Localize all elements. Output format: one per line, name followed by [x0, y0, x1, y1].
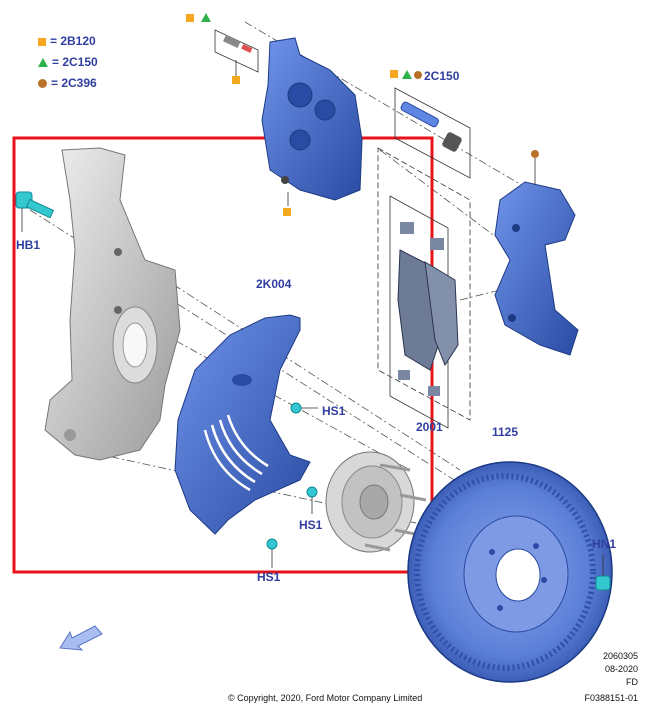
- square-icon: [38, 37, 46, 46]
- meta-number: 2060305: [602, 651, 638, 661]
- legend-item-2b120: = 2B120: [38, 34, 96, 48]
- caliper-housing: [261, 37, 363, 201]
- wheel-hub: [325, 451, 427, 553]
- meta-figure-id: F0388151-01: [584, 693, 638, 703]
- caliper-bracket: [494, 181, 579, 356]
- label-shield-bolt-mid: HS1: [299, 518, 323, 532]
- label-knuckle-bolt: HB1: [16, 238, 41, 252]
- label-shield: 2K004: [256, 277, 292, 291]
- copyright-text: © Copyright, 2020, Ford Motor Company Li…: [228, 693, 423, 703]
- brake-pads: [377, 147, 471, 429]
- meta-date: 08-2020: [604, 664, 638, 674]
- circle-icon: [38, 79, 47, 89]
- shield-bolt-lower: [266, 538, 278, 568]
- triangle-icon: [38, 58, 48, 68]
- shield-bolt-mid: [306, 486, 318, 514]
- knuckle-bolt: [15, 191, 55, 232]
- guide-pin-detail: [394, 87, 471, 179]
- legend-item-2c396: = 2C396: [38, 76, 97, 90]
- bleeder-detail: [214, 29, 259, 73]
- view-arrow-icon: [59, 625, 103, 651]
- label-shield-bolt-lower: HS1: [257, 570, 281, 584]
- label-shield-bolt-upper: HS1: [322, 404, 346, 418]
- dust-shield: [174, 314, 311, 535]
- brake-rotor: [407, 461, 613, 683]
- label-caliper-pin: 2C150: [424, 69, 460, 83]
- part-markers: [186, 13, 539, 216]
- label-rotor: 1125: [492, 425, 519, 439]
- legend-item-2c150: = 2C150: [38, 55, 98, 69]
- wheel-nut: [595, 555, 611, 591]
- shield-bolt-upper: [290, 402, 318, 414]
- label-pads: 2001: [416, 420, 443, 434]
- meta-code: FD: [626, 677, 638, 687]
- steering-knuckle: [44, 147, 181, 461]
- label-nut: HN1: [592, 537, 617, 551]
